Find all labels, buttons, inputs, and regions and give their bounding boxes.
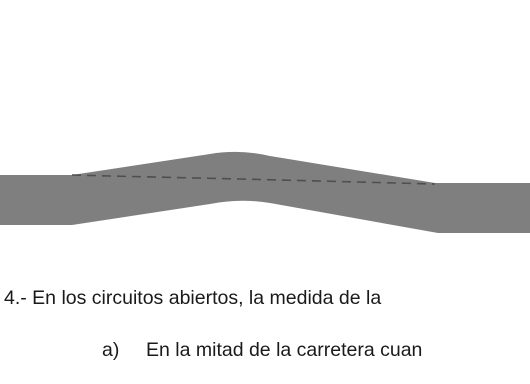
- road-centerline: [71, 174, 436, 185]
- option-text: En la mitad de la carretera cuan: [146, 339, 423, 361]
- question-text: 4.- En los circuitos abiertos, la medida…: [4, 287, 382, 309]
- option-letter: a): [102, 339, 120, 361]
- road-surface: [0, 151, 530, 233]
- road-diagram: [0, 151, 530, 233]
- answer-option-a[interactable]: a) En la mitad de la carretera cuan: [102, 338, 422, 362]
